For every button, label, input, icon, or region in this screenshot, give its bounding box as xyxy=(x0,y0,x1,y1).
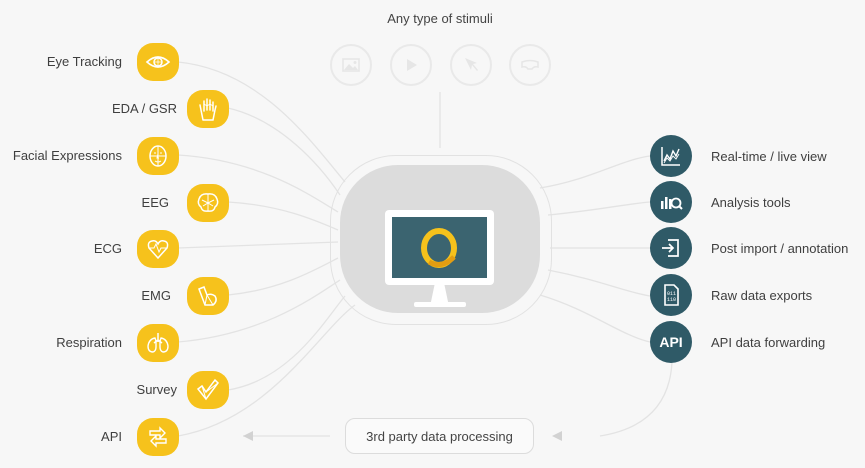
input-label-survey: Survey xyxy=(136,382,177,397)
heart-icon xyxy=(137,230,179,268)
monitor-stand xyxy=(430,285,449,303)
api-icon-text: API xyxy=(659,334,683,350)
hub-ring xyxy=(330,155,552,325)
input-label-api: API xyxy=(101,429,122,444)
lungs-icon xyxy=(137,324,179,362)
output-label-api-forwarding: API data forwarding xyxy=(711,335,826,350)
input-label-ecg: ECG xyxy=(93,241,122,256)
image-icon xyxy=(330,44,372,86)
monitor-screen xyxy=(392,217,487,278)
svg-text:110: 110 xyxy=(667,297,676,303)
hand-icon xyxy=(187,90,229,128)
api-arrows-icon xyxy=(137,418,179,456)
monitor-base xyxy=(414,302,466,307)
vr-headset-icon xyxy=(509,44,551,86)
logo-icon xyxy=(421,228,457,268)
arm-icon xyxy=(187,277,229,315)
play-icon xyxy=(390,44,432,86)
face-icon xyxy=(137,137,179,175)
brain-icon xyxy=(187,184,229,222)
eye-icon xyxy=(137,43,179,81)
output-label-raw-data: Raw data exports xyxy=(711,288,813,303)
input-label-eye-tracking: Eye Tracking xyxy=(46,54,122,69)
analysis-icon xyxy=(650,181,692,223)
third-party-processing-box: 3rd party data processing xyxy=(345,418,534,454)
checkmark-icon xyxy=(187,371,229,409)
api-text-icon: API xyxy=(650,321,692,363)
stimuli-title: Any type of stimuli xyxy=(387,11,493,26)
input-label-facial-expressions: Facial Expressions xyxy=(12,148,122,163)
cursor-icon xyxy=(450,44,492,86)
svg-text:011: 011 xyxy=(667,291,676,297)
output-label-post-import: Post import / annotation xyxy=(711,241,849,256)
output-label-real-time: Real-time / live view xyxy=(711,149,827,164)
import-icon xyxy=(650,227,692,269)
monitor-icon xyxy=(385,210,494,285)
output-label-analysis-tools: Analysis tools xyxy=(711,195,791,210)
input-label-respiration: Respiration xyxy=(56,335,122,350)
input-label-emg: EMG xyxy=(141,288,171,303)
input-label-eda-gsr: EDA / GSR xyxy=(111,101,177,116)
live-chart-icon xyxy=(650,135,692,177)
input-label-eeg: EEG xyxy=(141,195,169,210)
